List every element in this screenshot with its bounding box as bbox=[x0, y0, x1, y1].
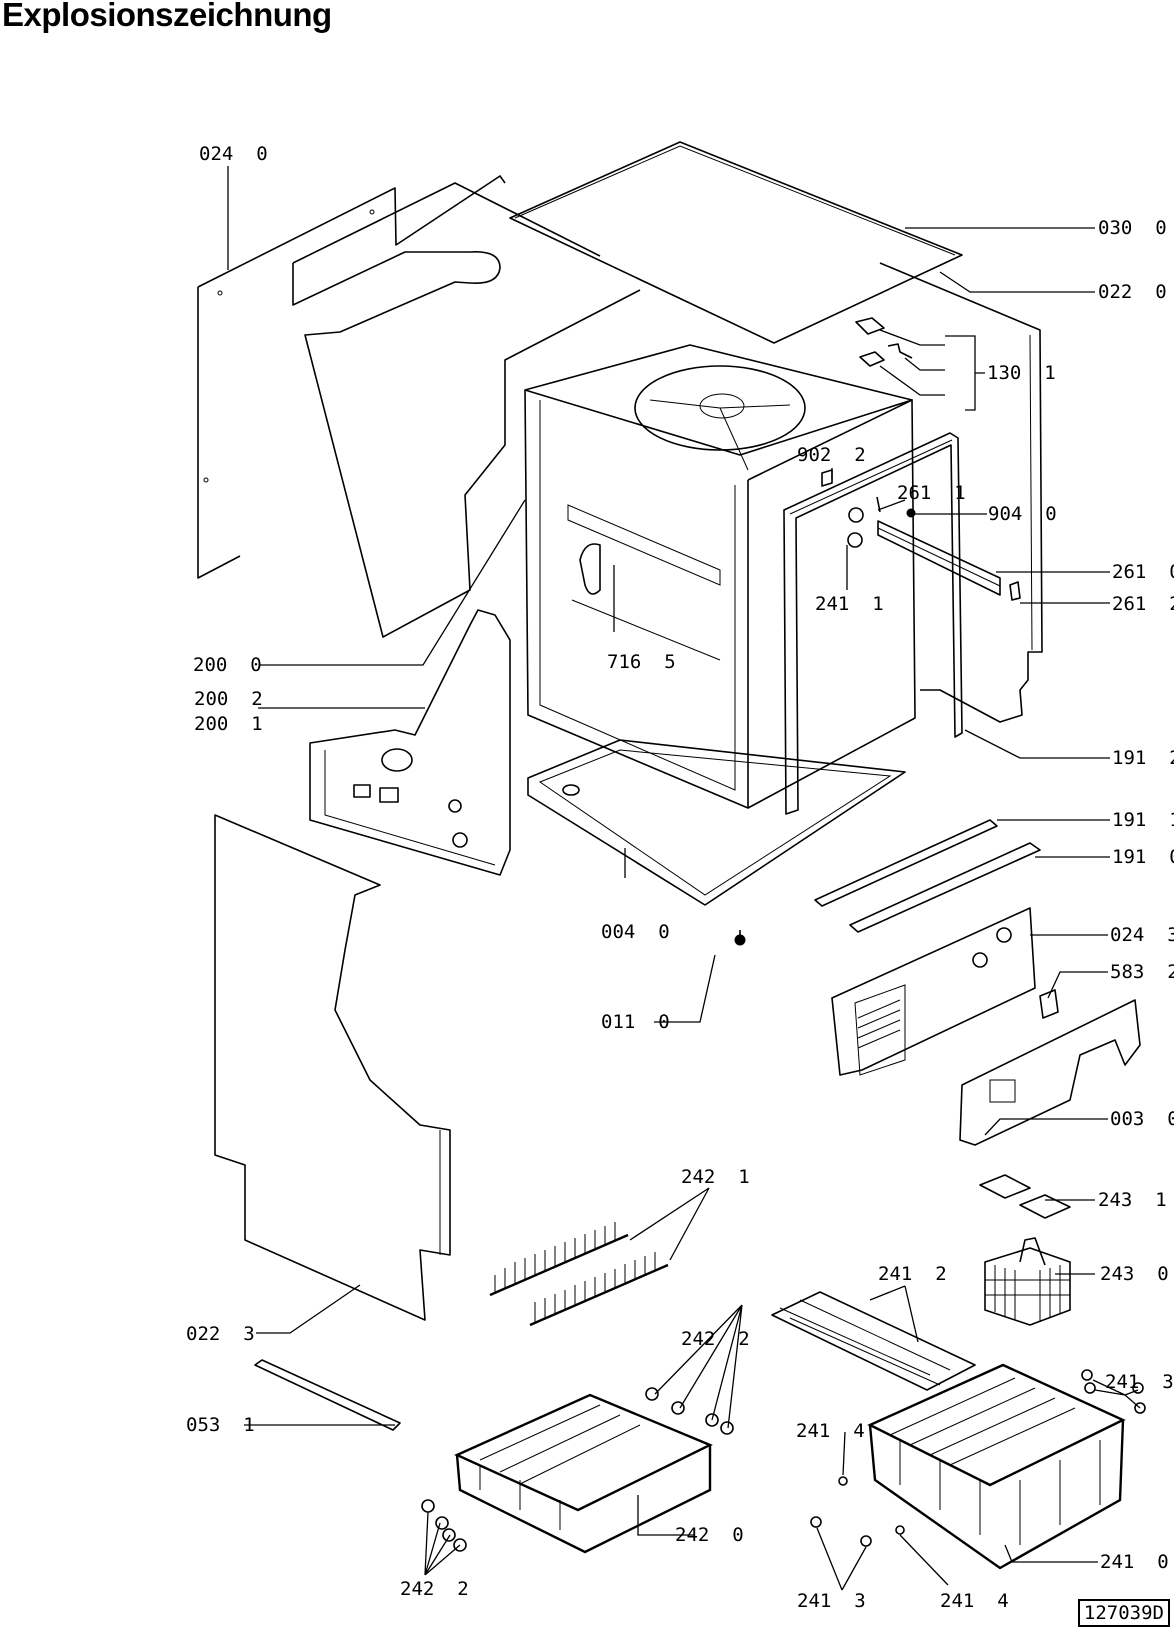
part-200-0-tub bbox=[524, 344, 916, 809]
part-242-1-plate-racks bbox=[489, 1222, 669, 1327]
part-022-0-right-panel bbox=[879, 262, 1043, 723]
label-904-0[interactable]: 904 0 bbox=[988, 503, 1057, 525]
part-242-0-lower-basket bbox=[421, 1387, 734, 1554]
label-243-1[interactable]: 243 1 bbox=[1098, 1189, 1167, 1211]
part-191-1-strip bbox=[814, 819, 998, 907]
label-261-1[interactable]: 261 1 bbox=[897, 482, 966, 504]
part-030-0-top-cover bbox=[509, 141, 963, 344]
label-243-0[interactable]: 243 0 bbox=[1100, 1263, 1169, 1285]
label-200-2[interactable]: 200 2 bbox=[194, 688, 263, 710]
label-241-3-lower[interactable]: 241 3 bbox=[797, 1590, 866, 1612]
part-003-0-frame bbox=[959, 999, 1141, 1146]
label-200-1[interactable]: 200 1 bbox=[194, 713, 263, 735]
part-024-0-panel bbox=[197, 175, 506, 579]
part-024-3-bracket bbox=[831, 907, 1036, 1076]
label-241-3-upper[interactable]: 241 3 bbox=[1105, 1371, 1174, 1393]
part-011-0-foot bbox=[734, 930, 746, 946]
label-261-2[interactable]: 261 2 bbox=[1112, 593, 1174, 615]
part-241-0-upper-basket bbox=[810, 1363, 1146, 1570]
part-200-2-side-frame bbox=[309, 609, 511, 876]
part-022-3-side-panel bbox=[214, 814, 451, 1321]
document-number: 127039D bbox=[1077, 1599, 1170, 1627]
label-716-5[interactable]: 716 5 bbox=[607, 651, 676, 673]
label-024-0[interactable]: 024 0 bbox=[199, 143, 268, 165]
label-024-3[interactable]: 024 3 bbox=[1110, 924, 1174, 946]
part-130-1-hinge-brackets bbox=[855, 317, 913, 367]
label-902-2[interactable]: 902 2 bbox=[797, 444, 866, 466]
part-261-0-rail bbox=[821, 469, 1021, 601]
label-191-1[interactable]: 191 1 bbox=[1112, 809, 1174, 831]
label-241-1[interactable]: 241 1 bbox=[815, 593, 884, 615]
part-labels: 024 0 030 0 022 0 130 1 902 2 261 1 904 … bbox=[186, 143, 1174, 1612]
page-title: Explosionszeichnung bbox=[2, 0, 332, 33]
label-004-0[interactable]: 004 0 bbox=[601, 921, 670, 943]
label-011-0[interactable]: 011 0 bbox=[601, 1011, 670, 1033]
label-261-0[interactable]: 261 0 bbox=[1112, 561, 1174, 583]
label-022-0[interactable]: 022 0 bbox=[1098, 281, 1167, 303]
part-191-2-door-seal bbox=[783, 432, 963, 815]
label-003-0[interactable]: 003 0 bbox=[1110, 1108, 1174, 1130]
label-241-4-lower[interactable]: 241 4 bbox=[940, 1590, 1009, 1612]
label-191-0[interactable]: 191 0 bbox=[1112, 846, 1174, 868]
part-insulation-top bbox=[292, 182, 641, 638]
part-583-2-bracket bbox=[1039, 989, 1059, 1019]
label-242-1[interactable]: 242 1 bbox=[681, 1166, 750, 1188]
label-200-0[interactable]: 200 0 bbox=[193, 654, 262, 676]
label-030-0[interactable]: 030 0 bbox=[1098, 217, 1167, 239]
part-241-2-cup-rack bbox=[771, 1291, 976, 1391]
label-053-1[interactable]: 053 1 bbox=[186, 1414, 255, 1436]
label-242-0[interactable]: 242 0 bbox=[675, 1524, 744, 1546]
part-243-1-lids bbox=[979, 1174, 1071, 1219]
part-243-0-basket bbox=[984, 1237, 1071, 1326]
part-053-1-strip bbox=[254, 1359, 401, 1431]
label-241-0[interactable]: 241 0 bbox=[1100, 1551, 1169, 1573]
label-191-2[interactable]: 191 2 bbox=[1112, 747, 1174, 769]
label-241-2[interactable]: 241 2 bbox=[878, 1263, 947, 1285]
label-242-2-lower[interactable]: 242 2 bbox=[400, 1578, 469, 1600]
leader-lines bbox=[227, 166, 1141, 1591]
label-583-2[interactable]: 583 2 bbox=[1110, 961, 1174, 983]
part-191-0-strip bbox=[849, 842, 1041, 933]
label-130-1[interactable]: 130 1 bbox=[987, 362, 1056, 384]
label-241-4-upper[interactable]: 241 4 bbox=[796, 1420, 865, 1442]
label-242-2-upper[interactable]: 242 2 bbox=[681, 1328, 750, 1350]
part-004-0-base-tray bbox=[527, 739, 906, 906]
label-022-3[interactable]: 022 3 bbox=[186, 1323, 255, 1345]
